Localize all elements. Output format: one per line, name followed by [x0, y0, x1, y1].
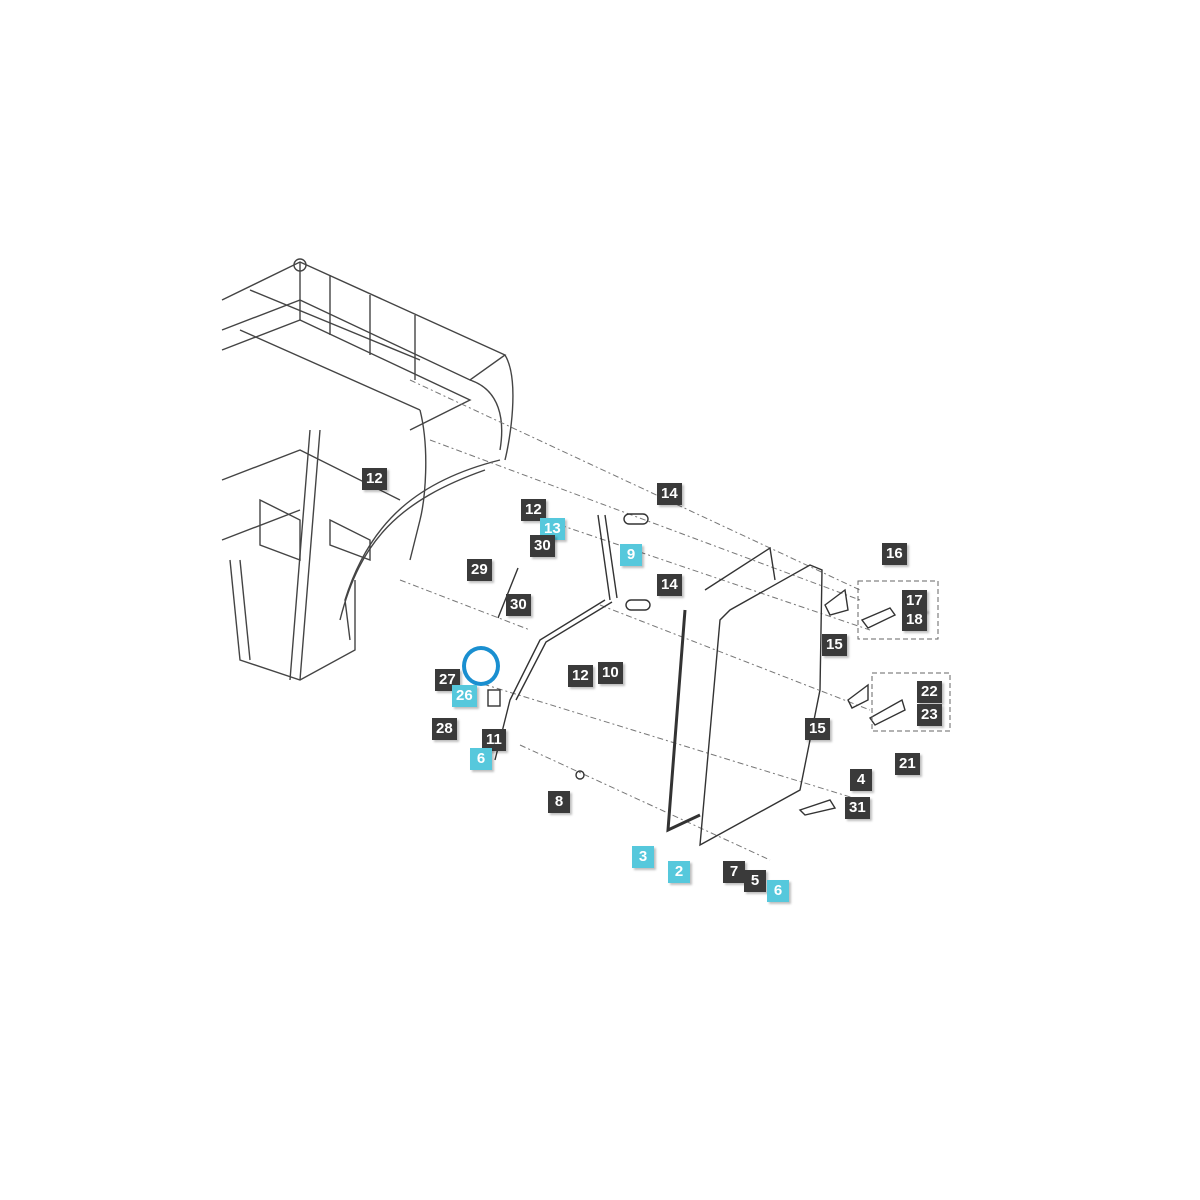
callout-part-6[interactable]: 6 [470, 748, 492, 770]
callout-part-10[interactable]: 10 [598, 662, 623, 684]
callout-part-30[interactable]: 30 [506, 594, 531, 616]
callout-part-11[interactable]: 11 [482, 729, 506, 751]
door-parts [487, 513, 906, 847]
callout-part-7[interactable]: 7 [723, 861, 745, 883]
cab-frame [221, 258, 514, 681]
callout-part-18[interactable]: 18 [902, 609, 927, 631]
callout-part-26[interactable]: 26 [452, 685, 477, 707]
callout-part-14[interactable]: 14 [657, 483, 682, 505]
callout-part-23[interactable]: 23 [917, 704, 942, 726]
callout-part-12[interactable]: 12 [568, 665, 593, 687]
group-boxes [857, 580, 951, 732]
callout-part-9[interactable]: 9 [620, 544, 642, 566]
callout-part-15[interactable]: 15 [822, 634, 847, 656]
callout-part-6[interactable]: 6 [767, 880, 789, 902]
callout-part-31[interactable]: 31 [845, 797, 870, 819]
callout-part-28[interactable]: 28 [432, 718, 457, 740]
callout-part-2[interactable]: 2 [668, 861, 690, 883]
callout-part-22[interactable]: 22 [917, 681, 942, 703]
callout-part-17[interactable]: 17 [902, 590, 927, 612]
callout-part-16[interactable]: 16 [882, 543, 907, 565]
callout-part-13[interactable]: 13 [540, 518, 565, 540]
callout-part-5[interactable]: 5 [744, 870, 766, 892]
selection-ring [462, 646, 500, 686]
callout-part-4[interactable]: 4 [850, 769, 872, 791]
dashed-leader-lines [399, 379, 871, 861]
callout-part-15[interactable]: 15 [805, 718, 830, 740]
callout-part-30[interactable]: 30 [530, 535, 555, 557]
callout-part-12[interactable]: 12 [521, 499, 546, 521]
callout-part-29[interactable]: 29 [467, 559, 492, 581]
callout-part-21[interactable]: 21 [895, 753, 920, 775]
callout-part-12[interactable]: 12 [362, 468, 387, 490]
callout-part-3[interactable]: 3 [632, 846, 654, 868]
callout-part-14[interactable]: 14 [657, 574, 682, 596]
callout-part-8[interactable]: 8 [548, 791, 570, 813]
